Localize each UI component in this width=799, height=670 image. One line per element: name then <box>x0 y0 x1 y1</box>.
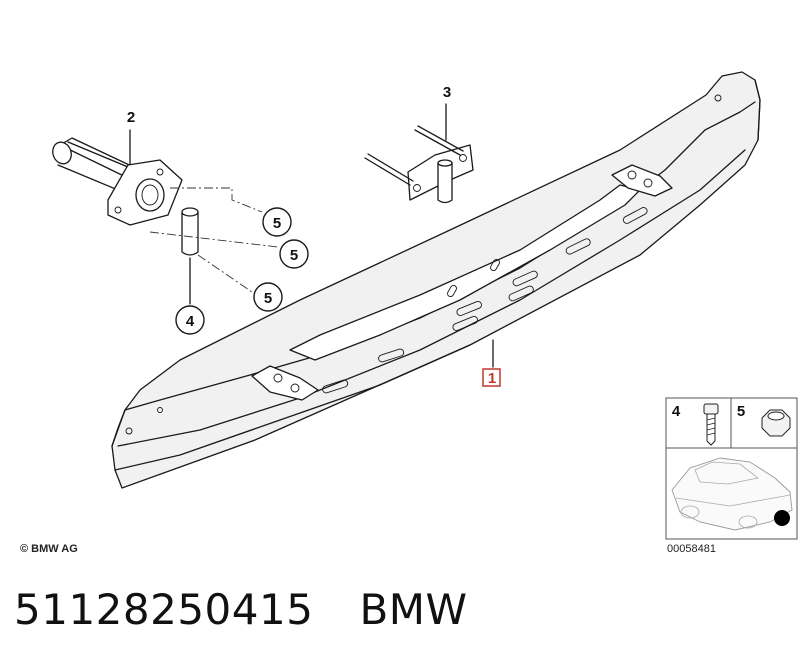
callout-5b-label: 5 <box>290 247 298 264</box>
legend-nut-number: 5 <box>737 403 745 420</box>
callout-5a: 5 <box>262 207 292 237</box>
location-dot <box>774 510 790 526</box>
brand-name: BMW <box>359 585 468 634</box>
part-info-line: 51128250415 BMW <box>14 585 468 634</box>
callout-3-label: 3 <box>443 84 451 101</box>
callout-5c: 5 <box>253 282 283 312</box>
tow-mount-assembly <box>52 137 199 256</box>
callout-5a-label: 5 <box>273 215 281 232</box>
car-location-icon <box>671 457 793 531</box>
callout-5b: 5 <box>279 239 309 269</box>
parts-diagram: 2 3 5 5 5 4 1 4 5 <box>20 71 798 555</box>
callout-4-label: 4 <box>186 313 195 330</box>
legend-bolt-number: 4 <box>672 403 681 420</box>
callout-4: 4 <box>175 305 205 335</box>
nut-icon <box>761 409 791 437</box>
image-number: 00058481 <box>667 543 716 555</box>
callout-1: 1 <box>482 368 501 387</box>
bolt-icon <box>703 403 719 446</box>
bracket-part <box>364 125 474 204</box>
leader-lines <box>129 103 494 368</box>
copyright-text: © BMW AG <box>20 543 78 555</box>
callout-5c-label: 5 <box>264 290 272 307</box>
part-number: 51128250415 <box>14 585 314 634</box>
callout-1-label: 1 <box>488 370 496 387</box>
callout-2: 2 <box>127 109 135 126</box>
callout-3: 3 <box>443 84 451 101</box>
legend-box: 4 5 00058481 <box>665 397 798 555</box>
bumper-carrier <box>111 71 761 489</box>
callout-2-label: 2 <box>127 109 135 126</box>
